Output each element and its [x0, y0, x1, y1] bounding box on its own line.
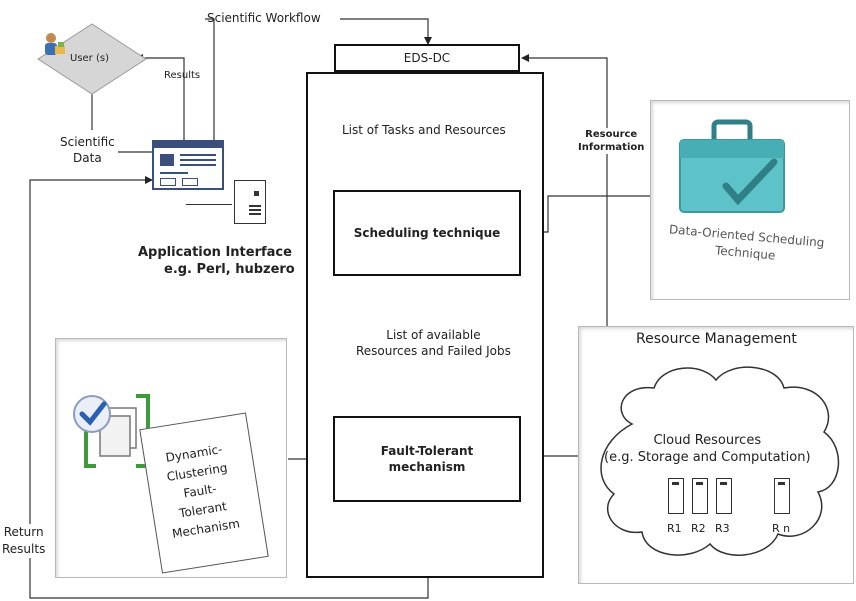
- fault-tolerant-box: Fault-Tolerant mechanism: [333, 416, 521, 502]
- server-icon: [234, 180, 266, 224]
- workflow-connector: [340, 18, 432, 45]
- node-label-rn: R n: [772, 522, 791, 535]
- edsdc-label: EDS-DC: [403, 51, 451, 65]
- cloud-shape: [600, 366, 840, 556]
- scientific-data-label: Scientific Data: [60, 135, 115, 165]
- dynamic-clustering-label: Dynamic- Clustering Fault- Tolerant Mech…: [164, 442, 241, 541]
- resource-information-label: Resource Information: [578, 128, 645, 154]
- fault-tolerant-label: Fault-Tolerant mechanism: [380, 444, 474, 474]
- results-connector: [135, 54, 185, 140]
- available-resources-label: List of available Resources and Failed J…: [356, 327, 511, 359]
- user-icon: [40, 30, 68, 58]
- app-window-icon: [152, 140, 224, 190]
- server-node-rn: [774, 478, 790, 514]
- resource-management-title: Resource Management: [636, 331, 797, 347]
- server-base-line: [186, 204, 232, 205]
- scheduling-technique-label: Scheduling technique: [353, 226, 501, 240]
- app-to-workflow-connector: [205, 18, 215, 140]
- node-label-r2: R2: [691, 522, 706, 535]
- scientific-workflow-label: Scientific Workflow: [207, 11, 321, 25]
- server-node-r3: [716, 478, 732, 514]
- results-label: Results: [164, 70, 201, 81]
- user-label: User (s): [70, 53, 109, 64]
- node-label-r3: R3: [715, 522, 730, 535]
- edsdc-container: [306, 72, 544, 578]
- cloud-resources-label: Cloud Resources (e.g. Storage and Comput…: [604, 433, 811, 465]
- node-label-r1: R1: [667, 522, 682, 535]
- app-interface-subtitle: e.g. Perl, hubzero: [164, 262, 295, 277]
- app-interface-title: Application Interface: [138, 245, 292, 260]
- edsdc-header: EDS-DC: [334, 44, 520, 72]
- server-node-r2: [692, 478, 708, 514]
- briefcase-check-icon: [664, 118, 794, 222]
- tasks-resources-label: List of Tasks and Resources: [340, 123, 508, 137]
- resource-info-connector: [521, 54, 608, 326]
- server-node-r1: [668, 478, 684, 514]
- return-results-connector: [29, 176, 429, 599]
- return-results-label: Return Results: [2, 524, 46, 558]
- scheduling-technique-box: Scheduling technique: [333, 190, 521, 276]
